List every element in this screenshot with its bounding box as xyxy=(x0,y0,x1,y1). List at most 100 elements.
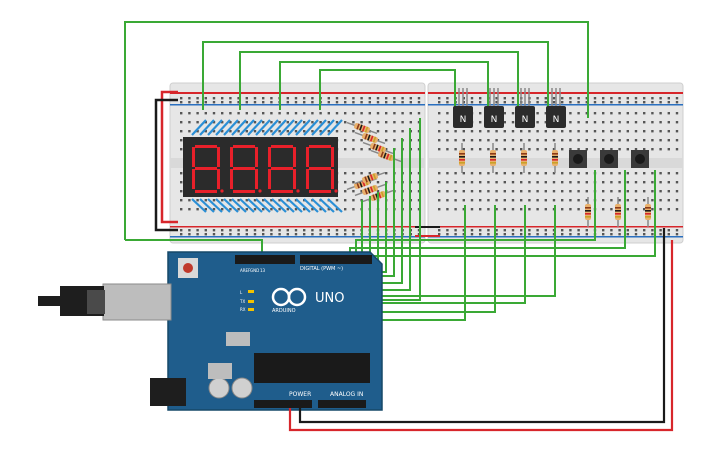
resistor xyxy=(552,143,558,173)
segment xyxy=(192,169,195,189)
blue-wire xyxy=(279,198,295,213)
blue-wire xyxy=(199,198,215,213)
segment xyxy=(306,147,309,167)
resistor xyxy=(354,171,386,185)
segment xyxy=(217,147,220,167)
blue-wire xyxy=(247,119,263,136)
digit xyxy=(230,145,262,193)
segment xyxy=(195,145,217,148)
blue-wire xyxy=(255,198,271,213)
segment xyxy=(268,169,271,189)
tx-label: TX xyxy=(239,299,245,304)
wire-black-left xyxy=(154,98,178,232)
power-label: POWER xyxy=(289,391,311,398)
segment xyxy=(192,147,195,167)
blue-wire xyxy=(271,119,287,136)
blue-wire xyxy=(239,198,255,213)
blue-wire xyxy=(263,119,279,136)
blue-wire xyxy=(303,119,319,136)
resistor xyxy=(490,143,496,173)
display-blue-wires xyxy=(191,119,343,213)
wire-top-4 xyxy=(279,61,489,110)
segment xyxy=(195,190,217,193)
arduino-logo-text: UNO xyxy=(315,291,344,306)
blue-wire xyxy=(287,198,303,213)
segment xyxy=(309,167,331,170)
decimal-point xyxy=(296,189,300,193)
blue-wire xyxy=(247,198,263,213)
decimal-point xyxy=(220,189,224,193)
segment xyxy=(306,169,309,189)
resistor xyxy=(615,197,621,227)
blue-wire xyxy=(327,198,343,213)
segment xyxy=(331,147,334,167)
segment xyxy=(195,167,217,170)
transistor-label: N xyxy=(553,115,560,125)
blue-wire xyxy=(239,119,255,136)
transistor-label: N xyxy=(491,115,498,125)
decimal-point xyxy=(334,189,338,193)
transistor-2: N xyxy=(484,88,504,128)
segment xyxy=(255,147,258,167)
blue-wire xyxy=(223,119,239,136)
blue-wire xyxy=(295,198,311,213)
digital-label: DIGITAL (PWM ~) xyxy=(300,266,343,272)
segment xyxy=(233,145,255,148)
transistor-1: N xyxy=(453,88,473,128)
blue-wire xyxy=(215,119,231,136)
blue-wire xyxy=(207,119,223,136)
resistor xyxy=(346,121,378,135)
base-resistors xyxy=(459,143,558,173)
segment xyxy=(293,147,296,167)
wire-top-2 xyxy=(202,41,549,110)
resistor xyxy=(459,143,465,173)
wire-top-3 xyxy=(239,51,519,110)
digit xyxy=(306,145,338,193)
wire-black-gnd xyxy=(298,228,666,424)
segment xyxy=(230,169,233,189)
blue-wire xyxy=(223,198,239,213)
wire-top-outer xyxy=(124,21,589,240)
blue-wire xyxy=(199,119,215,136)
push-button xyxy=(600,150,618,168)
blue-wire xyxy=(231,198,247,213)
resistor xyxy=(585,197,591,227)
wire-top-5 xyxy=(319,69,456,110)
blue-wire xyxy=(287,119,303,136)
blue-wire xyxy=(311,198,327,213)
aref-label: AREF xyxy=(240,268,251,273)
blue-wire xyxy=(191,119,207,136)
rx-label: RX xyxy=(240,307,246,312)
analog-label: ANALOG IN xyxy=(330,391,363,398)
push-button xyxy=(569,150,587,168)
segment xyxy=(331,169,334,189)
segment xyxy=(233,190,255,193)
push-button xyxy=(631,150,649,168)
blue-wire xyxy=(311,119,327,136)
l-label: L xyxy=(240,290,243,295)
transistor-3: N xyxy=(515,88,535,128)
resistor xyxy=(645,197,651,227)
segment xyxy=(230,147,233,167)
display-resistors xyxy=(346,121,402,203)
segment xyxy=(309,190,331,193)
blue-wire xyxy=(327,119,343,136)
blue-wire xyxy=(271,198,287,213)
resistor xyxy=(354,131,386,145)
transistor-label: N xyxy=(460,115,467,125)
top-jumper-wires xyxy=(124,21,589,240)
gnd-label: GND xyxy=(250,268,259,273)
digit xyxy=(268,145,300,193)
arduino-uno: UNO ARDUINO DIGITAL (PWM ~) POWER ANALOG… xyxy=(38,251,383,411)
blue-wire xyxy=(207,198,223,213)
segment xyxy=(268,147,271,167)
pin13-label: 13 xyxy=(260,268,266,273)
pulldown-resistors xyxy=(585,197,651,227)
resistor xyxy=(521,143,527,173)
blue-wire xyxy=(319,119,335,136)
wire-red-5v xyxy=(288,240,674,432)
blue-wire xyxy=(191,198,207,213)
